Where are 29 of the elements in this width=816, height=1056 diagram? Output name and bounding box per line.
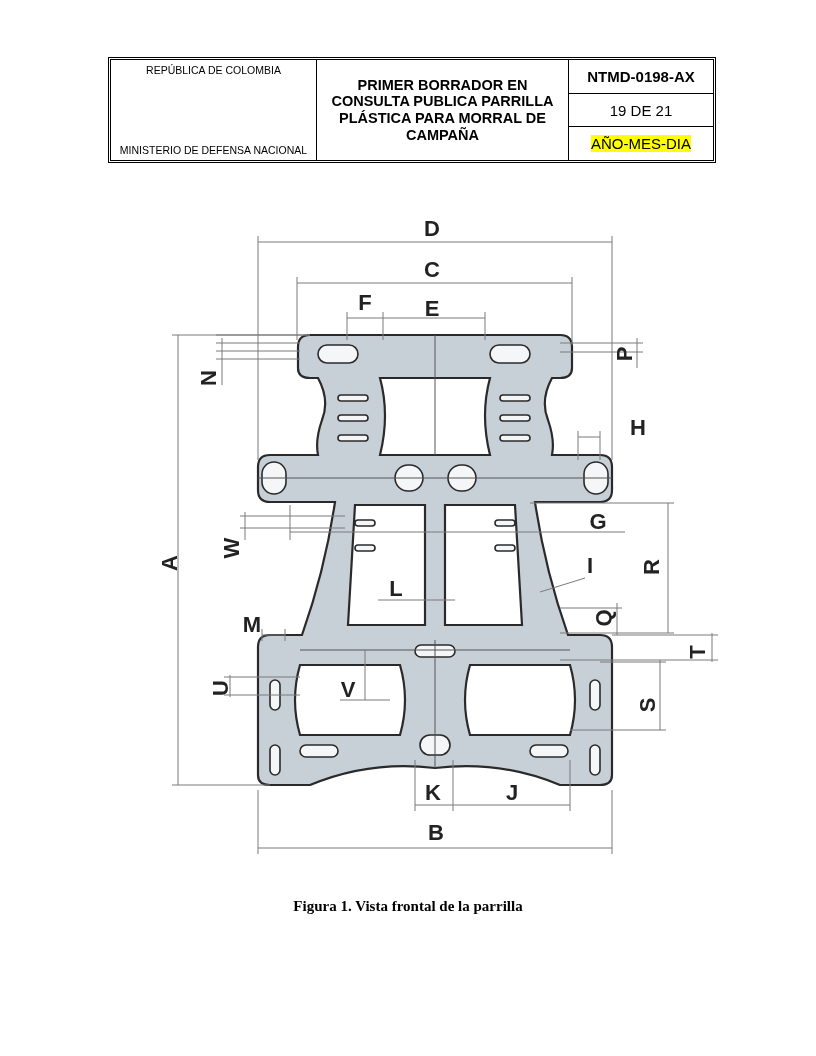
- figure-caption: Figura 1. Vista frontal de la parrilla: [292, 898, 524, 915]
- dimension-label: E: [424, 298, 440, 320]
- header-text: MINISTERIO DE DEFENSA NACIONAL: [119, 144, 308, 156]
- dimension-label: H: [630, 417, 646, 439]
- dimension-label: K: [425, 782, 441, 804]
- dimension-label: F: [358, 292, 372, 314]
- dimension-label: M: [242, 614, 262, 636]
- dimension-label: L: [389, 578, 403, 600]
- dimension-label: U: [210, 680, 232, 696]
- dimension-label: Q: [593, 609, 615, 627]
- dimension-label: S: [637, 697, 659, 713]
- header-text: REPÚBLICA DE COLOMBIA: [146, 64, 281, 76]
- dimension-label: P: [614, 346, 636, 362]
- dimension-label: W: [221, 537, 243, 559]
- dimension-label: J: [505, 782, 519, 804]
- highlighted-date-text: AÑO-MES-DIA: [591, 135, 691, 153]
- dimension-label: A: [159, 555, 181, 571]
- dimension-label: N: [198, 370, 220, 386]
- dimension-label: B: [428, 822, 444, 844]
- dimension-label: T: [687, 645, 709, 659]
- dimension-label: R: [641, 559, 663, 575]
- dimension-label: C: [424, 259, 440, 281]
- dimension-label: I: [586, 555, 594, 577]
- dimension-label: D: [424, 218, 440, 240]
- document-code: NTMD-0198-AX: [587, 67, 695, 85]
- dimension-label: V: [340, 679, 356, 701]
- page-number: 19 DE 21: [609, 101, 673, 119]
- dimension-label: G: [589, 511, 607, 533]
- document-title: PRIMER BORRADOR EN CONSULTA PUBLICA PARRILLA PLÁSTICA PARA MORRAL DE CAMPAÑA: [330, 76, 555, 144]
